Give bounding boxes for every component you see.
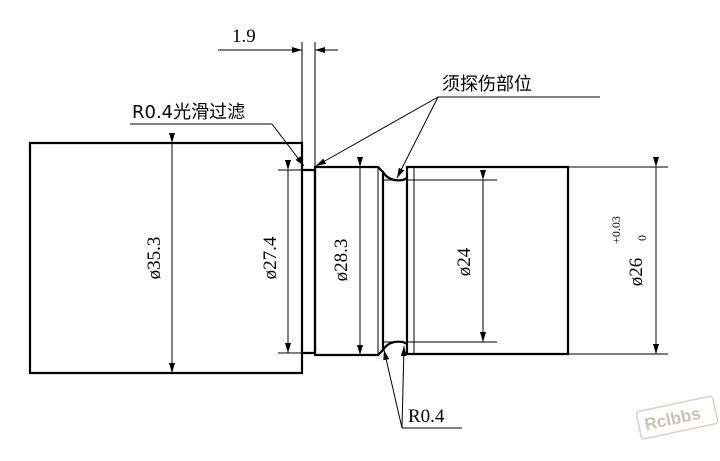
dim-step-offset: [218, 42, 338, 167]
watermark-logo: Rclbbs: [635, 395, 719, 440]
label-d1: ø35.3: [144, 237, 165, 280]
label-d5-tol-lower: 0: [635, 235, 649, 241]
label-step-offset: 1.9: [232, 26, 256, 47]
label-flaw-note: 须探伤部位: [442, 74, 532, 95]
leaders: [130, 96, 600, 429]
dim-lines: [169, 133, 668, 373]
label-fillet-note: R0.4光滑过滤: [132, 102, 245, 123]
shaft-outline: [28, 141, 570, 375]
label-d2: ø27.4: [260, 236, 281, 279]
label-d4: ø24: [454, 247, 475, 276]
label-d5-tol-upper: +0.03: [609, 216, 623, 244]
label-d3: ø28.3: [331, 239, 352, 282]
label-d5: ø26: [626, 258, 647, 287]
label-groove-radius: R0.4: [408, 406, 445, 427]
